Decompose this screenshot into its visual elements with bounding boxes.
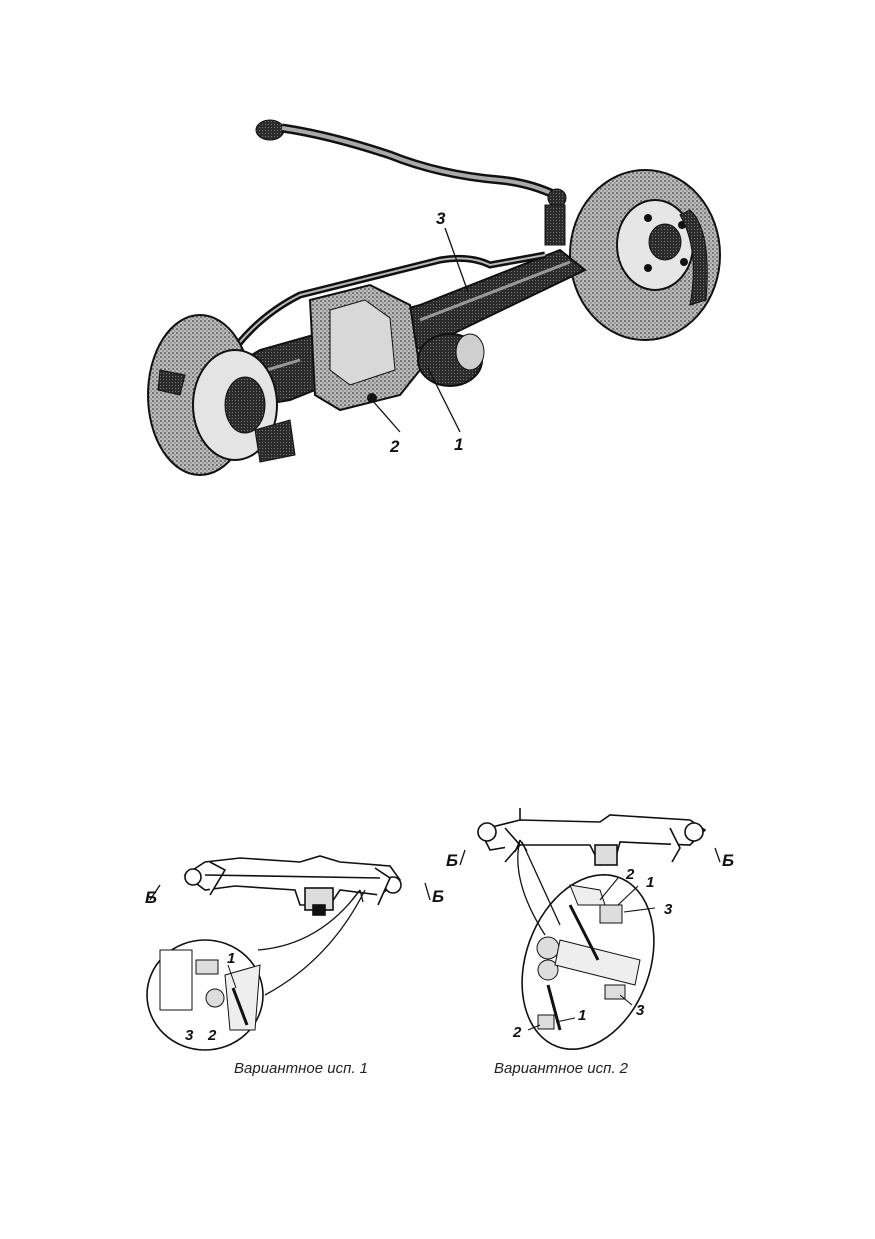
variant1-section-mark-left: Б	[145, 888, 157, 907]
variant1-detail-circle	[146, 939, 264, 1051]
variant1-callout-2: 2	[207, 1027, 217, 1044]
variant2-section-mark-right: Б	[722, 851, 734, 870]
variant2-callout-3-bottom: 3	[636, 1002, 645, 1019]
variant2-section-mark-left: Б	[446, 851, 458, 870]
variant1-section-mark-right: Б	[432, 887, 444, 906]
variant1-callout-3: 3	[185, 1027, 194, 1044]
variant2-detail-ellipse	[521, 874, 655, 1050]
leader-lines	[371, 227, 469, 433]
variant1-axle	[183, 855, 402, 916]
rear-axle-illustration: 3 2 1	[147, 119, 721, 476]
left-brake-disc	[147, 314, 296, 476]
callout-2: 2	[389, 437, 400, 456]
variant2-callout-1-bottom: 1	[578, 1007, 586, 1024]
callout-3: 3	[436, 209, 446, 228]
variant2-caption: Вариантное исп. 2	[494, 1060, 629, 1077]
tie-rod	[255, 119, 567, 246]
variant1-caption: Вариантное исп. 1	[234, 1060, 369, 1077]
differential-housing	[308, 283, 485, 412]
variant2-callout-2-top: 2	[625, 866, 635, 883]
variant2-callout-1-top: 1	[646, 874, 654, 891]
variant2-callout-2-bottom: 2	[512, 1024, 522, 1041]
variant1-callout-1: 1	[227, 950, 235, 967]
callout-1: 1	[454, 435, 463, 454]
right-brake-disc	[569, 169, 721, 341]
variant2-callout-3-top: 3	[664, 901, 673, 918]
variant2-axle	[477, 808, 707, 866]
